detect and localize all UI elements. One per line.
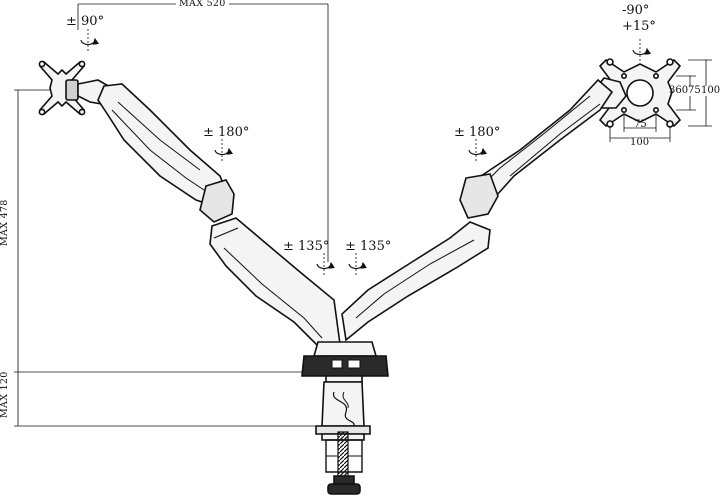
max-height-label: MAX 478 (0, 199, 10, 246)
tilt-right-plus-label: +15° (622, 19, 656, 34)
rotation-arrow-icon (317, 261, 336, 269)
tilt-left-label: ± 90° (66, 14, 105, 29)
left-vesa-plate (39, 61, 84, 114)
rotation-arrow-icon (633, 47, 652, 55)
rotation-arrow-icon (81, 37, 100, 45)
max-clamp-label: MAX 120 (0, 371, 10, 418)
rotation-arrow-icon (469, 147, 488, 155)
right-vesa-plate (600, 59, 680, 127)
rotation-indicators (81, 29, 652, 275)
tilt-right-minus-label: -90° (622, 3, 650, 18)
swivel-right-elbow-label: ± 180° (454, 125, 501, 140)
left-arm (78, 80, 340, 348)
rotation-arrow-icon (349, 261, 368, 269)
rotate-360-label: 360° (669, 85, 694, 96)
vesa-100-vertical-label: 100 (701, 85, 720, 96)
vesa-75-vertical-label: 75 (688, 85, 701, 96)
swivel-left-elbow-label: ± 180° (203, 125, 250, 140)
vesa-75-horizontal-label: 75 (634, 119, 647, 130)
right-arm (342, 78, 626, 340)
center-base (302, 342, 388, 382)
clamp-knob-icon (328, 484, 360, 494)
swivel-center-left-label: ± 135° (283, 239, 330, 254)
swivel-center-right-label: ± 135° (345, 239, 392, 254)
rotation-arrow-icon (215, 147, 234, 155)
dimension-lines (14, 4, 330, 426)
max-reach-label: MAX 520 (176, 0, 229, 9)
usb-port-icon (348, 360, 360, 368)
vesa-100-horizontal-label: 100 (630, 137, 650, 148)
desk-clamp (316, 382, 370, 494)
